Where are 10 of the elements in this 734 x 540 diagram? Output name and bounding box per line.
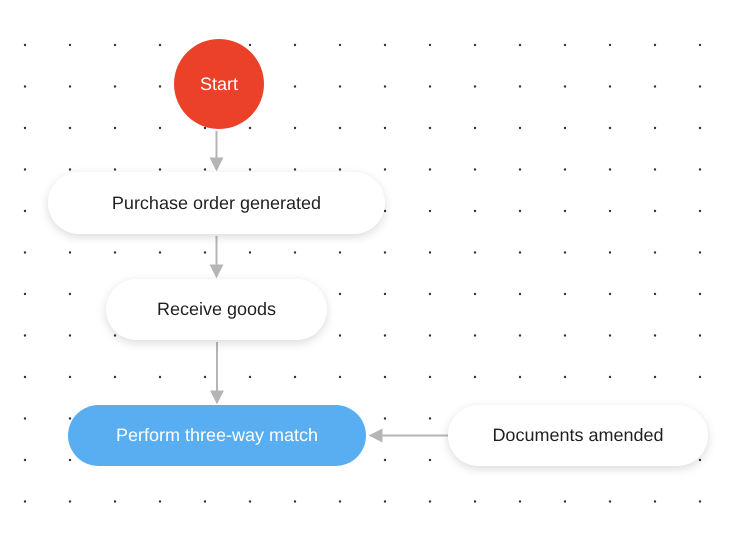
arrow xyxy=(368,428,448,442)
arrow xyxy=(210,131,224,172)
arrow xyxy=(210,236,224,278)
process-pill xyxy=(68,405,366,466)
arrow xyxy=(210,342,224,404)
node-label: Receive goods xyxy=(156,298,276,321)
node-label: Documents amended xyxy=(492,424,664,447)
node-label: Perform three-way match xyxy=(116,424,318,447)
node-label: Start xyxy=(200,72,238,96)
node-label: Purchase order generated xyxy=(112,192,322,214)
